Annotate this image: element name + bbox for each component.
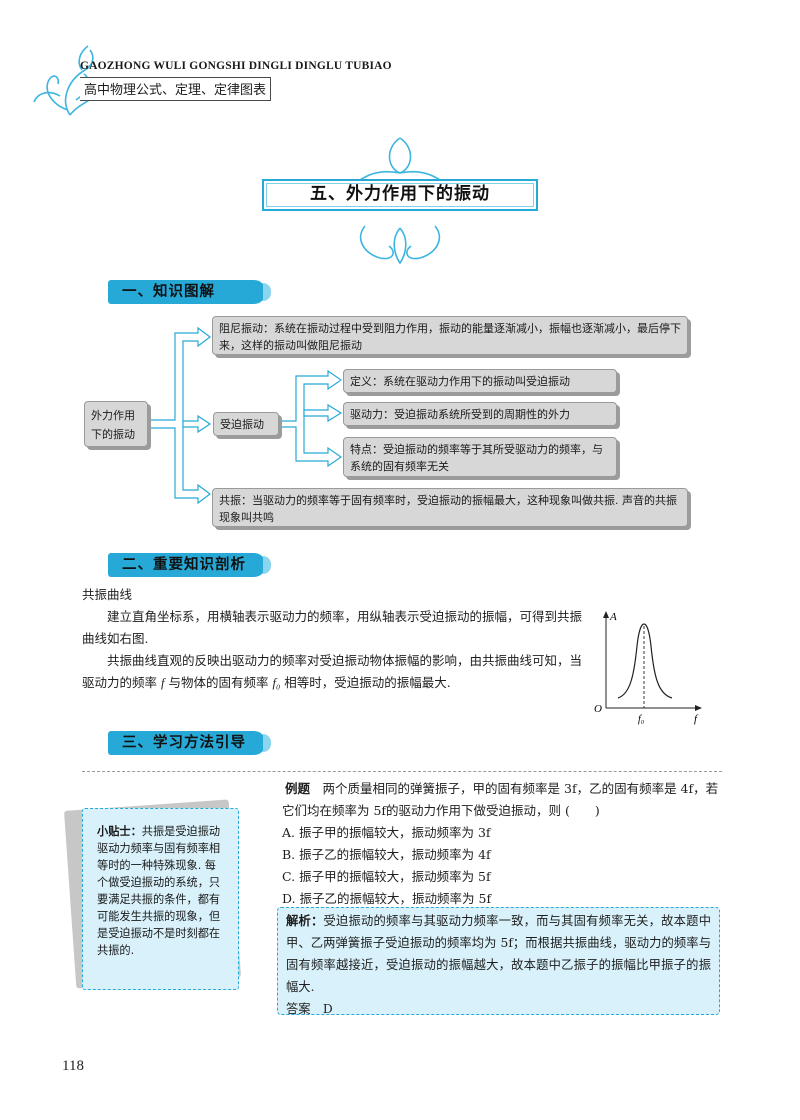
answer-analysis: 解析：受迫振动的频率与其驱动力频率一致，而与其固有频率无关，故本题中甲、乙两弹簧… — [286, 914, 711, 994]
graph-f0-label: f₀ — [638, 714, 645, 725]
answer-final: 答案 D — [286, 1002, 333, 1016]
page-number: 118 — [62, 1058, 84, 1074]
graph-y-label: A — [609, 611, 617, 623]
forced-vibration-node: 受迫振动 — [213, 412, 279, 436]
option-c: C. 振子甲的振幅较大，振动频率为 5f — [282, 869, 491, 884]
resonance-curve-graph: A O f f₀ — [594, 611, 702, 725]
diagram-connectors — [148, 326, 343, 505]
banner-knowledge-analysis: 二、重要知识剖析 — [108, 553, 271, 577]
header-english: GAOZHONG WULI GONGSHI DINGLI DINGLU TUBI… — [80, 60, 392, 72]
graph-origin-label: O — [594, 703, 602, 715]
divider — [82, 771, 722, 772]
root-node: 外力作用下的振动 — [84, 401, 148, 447]
answer-box: 解析：受迫振动的频率与其驱动力频率一致，而与其固有频率无关，故本题中甲、乙两弹簧… — [277, 907, 720, 1016]
option-b: B. 振子乙的振幅较大，振动频率为 4f — [282, 847, 491, 862]
header-chinese: 高中物理公式、定理、定律图表 — [80, 77, 272, 101]
header-ornament — [33, 45, 107, 116]
option-d: D. 振子乙的振幅较大，振动频率为 5f — [282, 891, 492, 906]
section-title: 五、外力作用下的振动 — [262, 179, 538, 211]
example-stem: 例题 两个质量相同的弹簧振子，甲的固有频率是 3f，乙的固有频率是 4f，若它们… — [282, 781, 719, 818]
analysis-heading: 共振曲线 — [82, 587, 133, 602]
feature-node: 特点：受迫振动的频率等于其所受驱动力的频率，与系统的固有频率无关 — [343, 437, 617, 477]
banner-study-method: 三、学习方法引导 — [108, 731, 271, 755]
tip-label: 小贴士： — [97, 825, 142, 838]
example: 例题 两个质量相同的弹簧振子，甲的固有频率是 3f，乙的固有频率是 4f，若它们… — [282, 778, 722, 910]
option-a: A. 振子甲的振幅较大，振动频率为 3f — [282, 825, 491, 840]
damped-vibration-node: 阻尼振动：系统在振动过程中受到阻力作用，振动的能量逐渐减小，振幅也逐渐减小，最后… — [212, 316, 688, 355]
graph-x-label: f — [694, 713, 699, 725]
driving-force-node: 驱动力：受迫振动系统所受到的周期性的外力 — [343, 402, 617, 426]
tip-text: 共振是受迫振动驱动力频率与固有频率相等时的一种特殊现象. 每个做受迫振动的系统，… — [97, 825, 221, 957]
analysis-paragraph-2: 共振曲线直观的反映出驱动力的频率对受迫振动物体振幅的影响，由共振曲线可知，当驱动… — [82, 653, 583, 690]
definition-node: 定义：系统在驱动力作用下的振动叫受迫振动 — [343, 369, 617, 393]
resonance-node: 共振：当驱动力的频率等于固有频率时，受迫振动的振幅最大，这种现象叫做共振. 声音… — [212, 488, 688, 527]
banner-knowledge-diagram: 一、知识图解 — [108, 280, 271, 304]
analysis-paragraph-1: 建立直角坐标系，用横轴表示驱动力的频率，用纵轴表示受迫振动的振幅，可得到共振曲线… — [82, 609, 583, 646]
tip-box: 小贴士：共振是受迫振动驱动力频率与固有频率相等时的一种特殊现象. 每个做受迫振动… — [82, 808, 239, 990]
